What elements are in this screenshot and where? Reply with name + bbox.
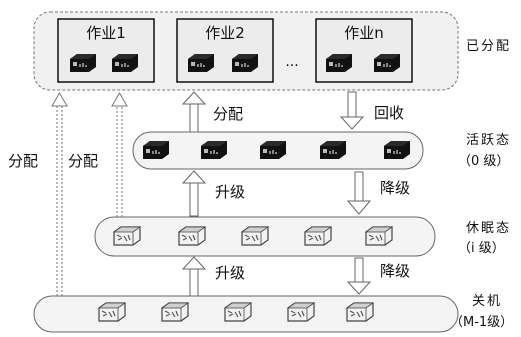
active-tier-level: （0 级） [458,154,509,169]
downgrade-arrow-1 [348,172,370,214]
server-icon [260,141,286,159]
server-icon [225,303,251,321]
server-icon [188,54,214,72]
server-icon [162,303,188,321]
dormant-tier-level: （i 级） [458,241,505,256]
server-icon [288,303,314,321]
reclaim-arrow [341,92,363,129]
job-label-1: 作业1 [86,24,126,42]
server-icon [320,141,346,159]
upgrade-arrow-1 [183,171,205,216]
job-label-2: 作业2 [205,24,245,42]
allocated-tier: 作业1 作业2 ... 作业n [34,12,458,90]
server-icon [347,303,373,321]
active-tier [133,132,423,169]
server-icon [70,54,96,72]
left-allocate-arrow-dormant [112,93,127,217]
upgrade-arrow-label-2: 升级 [215,264,245,282]
job-label-n: 作业n [344,24,384,42]
server-icon [179,227,205,245]
left-allocate-label-1: 分配 [8,152,38,170]
job-box-2: 作业2 [177,19,273,82]
server-icon [232,54,258,72]
active-tier-label: 活跃态 [466,133,511,148]
server-icon [201,141,227,159]
upgrade-arrow-label-1: 升级 [215,183,245,201]
reclaim-arrow-label: 回收 [374,104,404,122]
allocate-arrow [183,92,205,132]
off-tier-label: 关机 [472,294,502,309]
server-icon [366,227,392,245]
job-box-1: 作业1 [58,19,154,82]
server-icon [374,54,400,72]
server-icon [305,227,331,245]
allocated-tier-label: 已分配 [466,39,511,54]
left-allocate-arrow-off [52,93,67,296]
downgrade-arrow-2 [348,258,370,294]
server-icon [326,54,352,72]
server-icon [99,303,125,321]
server-icon [143,141,169,159]
job-ellipsis: ... [285,54,298,70]
job-box-n: 作业n [316,19,412,82]
server-icon [112,54,138,72]
downgrade-arrow-label-2: 降级 [380,262,410,280]
dormant-tier-label: 休眠态 [466,221,511,236]
server-icon [242,227,268,245]
server-icon [384,141,410,159]
allocate-arrow-label: 分配 [213,105,243,123]
downgrade-arrow-label-1: 降级 [380,179,410,197]
off-tier-level: （M-1级） [450,315,513,330]
server-icon [114,227,140,245]
upgrade-arrow-2 [183,257,205,296]
off-tier [34,296,458,332]
dormant-tier [95,217,435,256]
left-allocate-label-2: 分配 [68,152,98,170]
